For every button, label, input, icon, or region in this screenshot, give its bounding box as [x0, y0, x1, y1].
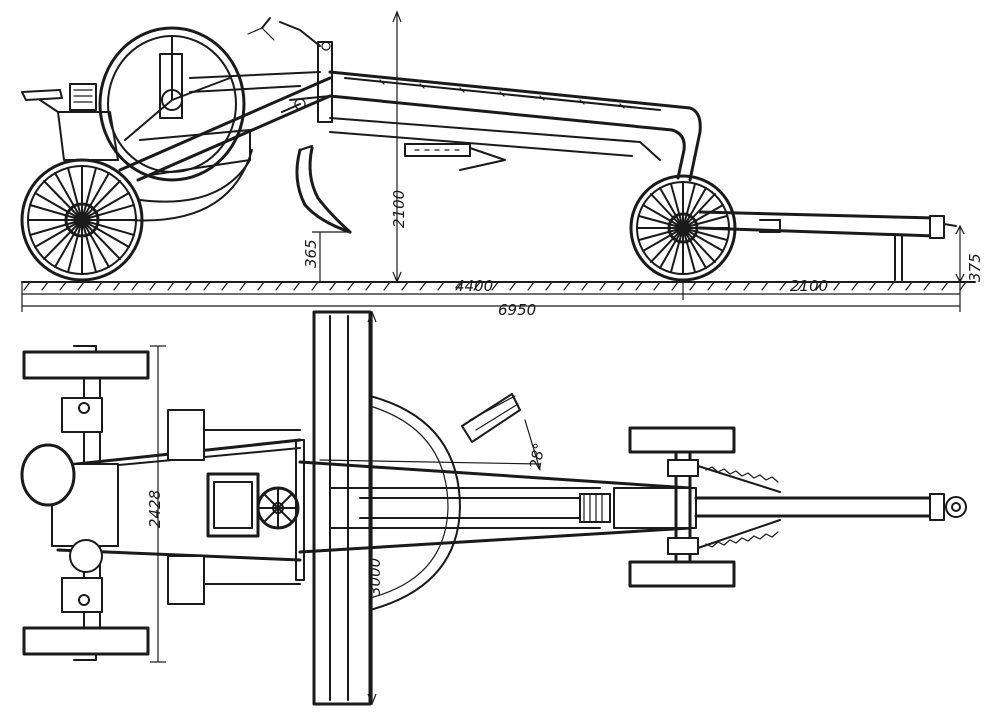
dim-track-width: 2428 — [146, 490, 164, 528]
dim-blade-angle: 28° — [526, 441, 548, 470]
dim-rear-length: 2100 — [790, 277, 828, 295]
side-dimensions — [21, 10, 965, 312]
blade-arm-plan — [319, 393, 541, 471]
dim-overall-length: 6950 — [498, 301, 536, 319]
main-beam-plan — [295, 439, 697, 581]
dim-depth: 365 — [302, 239, 320, 268]
ripper-tine — [295, 145, 352, 234]
blade-swing-arc — [369, 395, 461, 611]
front-chassis-plan — [20, 377, 302, 629]
front-wheel-side — [20, 158, 144, 282]
rear-wheels-plan — [628, 426, 736, 588]
dim-height: 2100 — [390, 190, 408, 228]
front-wheels-plan — [22, 345, 166, 663]
drawbar-plan — [694, 465, 967, 549]
side-view: 365 2100 4400 6950 2100 375 — [20, 10, 984, 319]
plan-view: 2428 3000 28° — [20, 310, 967, 706]
blade-plan — [312, 310, 372, 706]
main-frame — [328, 70, 702, 182]
dim-blade-width: 3000 — [366, 558, 384, 596]
front-frame — [21, 71, 332, 222]
plan-dimensions — [367, 310, 377, 706]
drawbar-side — [698, 210, 957, 281]
ground-line — [21, 281, 976, 291]
dim-hitch-height: 375 — [966, 253, 984, 282]
lift-mechanism — [247, 17, 333, 123]
steering-handwheel — [98, 26, 246, 182]
gearbox-plan — [206, 472, 300, 538]
dim-front-overhang: 4400 — [455, 277, 493, 295]
